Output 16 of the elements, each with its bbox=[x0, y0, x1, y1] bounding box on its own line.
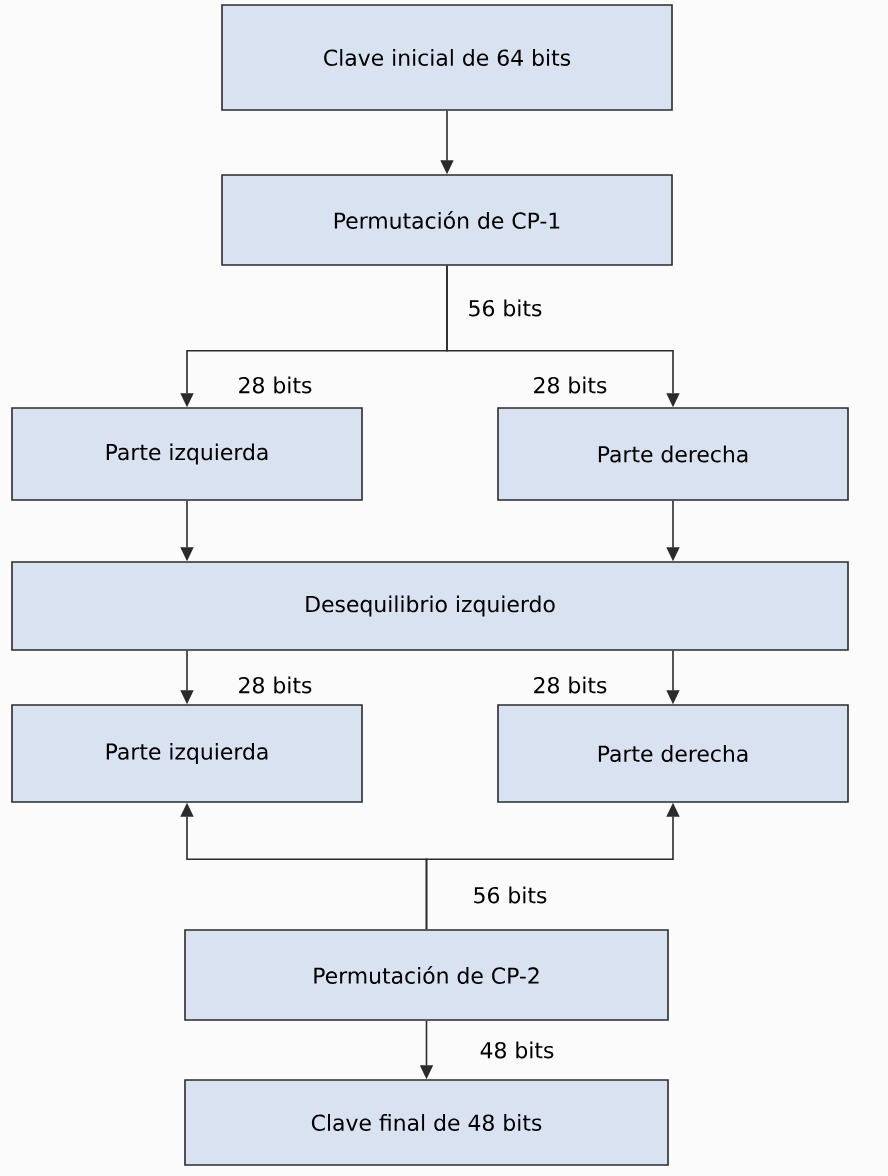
edge-label: 28 bits bbox=[534, 376, 607, 394]
process-box: Clave inicial de 64 bits bbox=[221, 4, 673, 111]
bit-width-label: 56 bits bbox=[474, 886, 547, 904]
process-box: Parte derecha bbox=[497, 407, 849, 501]
edge-label: 28 bits bbox=[239, 376, 312, 394]
process-box: Permutación de CP-2 bbox=[184, 929, 669, 1021]
edge-label: 28 bits bbox=[534, 676, 607, 694]
process-box: Desequilibrio izquierdo bbox=[11, 561, 849, 651]
process-box: Permutación de CP-1 bbox=[221, 174, 673, 266]
process-box: Parte izquierda bbox=[11, 704, 363, 803]
process-box: Clave final de 48 bits bbox=[184, 1079, 669, 1166]
bit-width-label: 56 bits bbox=[469, 299, 542, 317]
edge-label: 48 bits bbox=[480, 1041, 554, 1059]
edge-label: 28 bits bbox=[239, 676, 312, 694]
process-box: Parte derecha bbox=[497, 704, 849, 803]
process-box: Parte izquierda bbox=[11, 407, 363, 501]
